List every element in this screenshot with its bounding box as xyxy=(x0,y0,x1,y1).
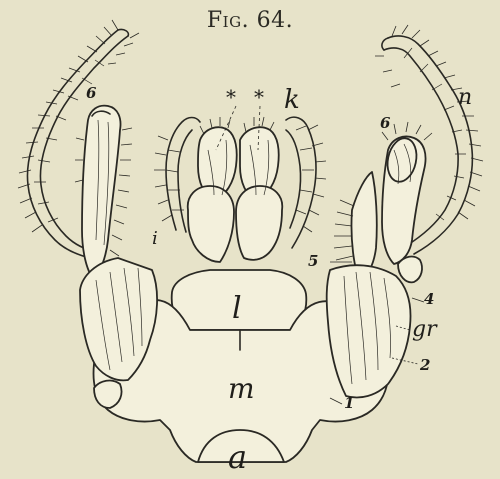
label-1: 1 xyxy=(344,394,354,412)
right-labial-palp xyxy=(286,117,326,248)
label-n: n xyxy=(458,85,472,110)
right-maxilla xyxy=(382,122,432,264)
label-5: 5 xyxy=(308,252,318,270)
right-cardo xyxy=(327,257,422,398)
label-a: a xyxy=(228,438,247,475)
label-l: l xyxy=(232,291,242,326)
figure-caption: Fig. 64. xyxy=(0,8,500,33)
labium-center xyxy=(188,117,283,262)
label-i: i xyxy=(152,228,158,249)
label-6-right: 6 xyxy=(380,114,391,132)
star-right: * xyxy=(254,85,264,109)
label-2: 2 xyxy=(419,356,430,374)
label-k: k xyxy=(284,85,300,115)
label-m: m xyxy=(228,372,255,405)
left-labial-bristles xyxy=(154,136,172,221)
left-maxilla xyxy=(75,106,132,280)
star-left: * xyxy=(226,85,236,109)
label-gr: gr xyxy=(412,317,438,342)
label-6-left: 6 xyxy=(86,84,97,102)
label-4: 4 xyxy=(424,290,434,308)
